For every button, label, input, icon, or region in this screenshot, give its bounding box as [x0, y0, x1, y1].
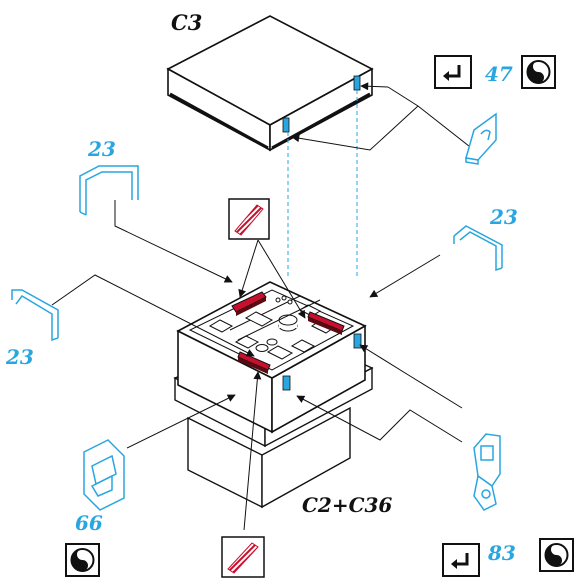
blue-tab-box-front — [282, 375, 291, 391]
label-c2-c36: C2+C36 — [302, 493, 392, 517]
red-hatched-tape-icon — [221, 536, 265, 578]
label-c3: C3 — [171, 10, 202, 35]
label-23-left: 23 — [5, 345, 34, 369]
main-box — [176, 281, 367, 434]
label-23-right: 23 — [489, 205, 518, 229]
label-66: 66 — [75, 511, 103, 535]
yin-yang-icon — [539, 538, 574, 572]
top-lid — [166, 15, 374, 152]
return-arrow-icon — [442, 543, 480, 577]
clip-top-right — [465, 112, 497, 165]
handle-left — [11, 289, 59, 342]
leader-lines — [51, 82, 475, 531]
label-23-upper-left: 23 — [87, 137, 116, 161]
blue-tab-lid-front — [282, 117, 290, 133]
clip-bottom-right — [473, 433, 501, 511]
red-hatched-tape-icon — [228, 198, 270, 240]
return-arrow-icon — [434, 55, 472, 89]
blue-tab-box-right — [353, 333, 362, 349]
handle-upper-left — [79, 165, 139, 216]
yin-yang-icon — [65, 543, 100, 577]
blue-tab-lid-right — [353, 75, 361, 91]
red-tape-top-left — [231, 291, 267, 316]
clip-bottom-left — [83, 439, 125, 511]
label-83: 83 — [487, 541, 516, 565]
red-tape-top-right — [307, 311, 345, 335]
yin-yang-icon — [521, 55, 556, 89]
handle-right — [453, 225, 503, 272]
red-tape-front — [237, 351, 271, 374]
label-47: 47 — [485, 62, 513, 86]
